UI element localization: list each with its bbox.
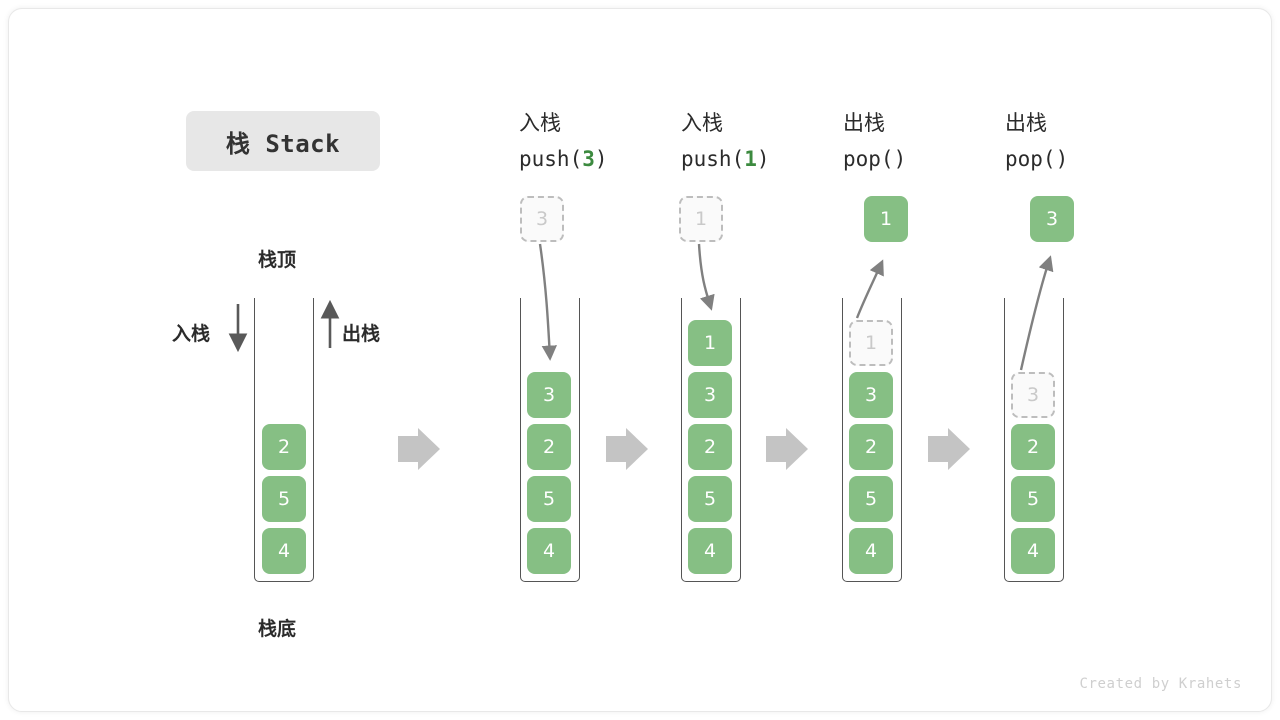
stack-cell: 2: [688, 424, 732, 470]
stack-cell: 4: [688, 528, 732, 574]
stack-cell: 3: [849, 372, 893, 418]
column-op-cjk: 出栈: [843, 111, 885, 135]
stack-cell: 5: [849, 476, 893, 522]
stack-cell: 1: [688, 320, 732, 366]
stack-cell-vacated: 1: [849, 320, 893, 366]
stack-cell: 5: [262, 476, 306, 522]
column-op-prefix: pop(: [1005, 147, 1056, 171]
stack-container-pop-3: [1004, 298, 1064, 582]
watermark: Created by Krahets: [1079, 676, 1242, 692]
stack-cell: 2: [1011, 424, 1055, 470]
stack-cell: 3: [688, 372, 732, 418]
stack-container-initial: [254, 298, 314, 582]
stack-cell-vacated: 3: [1011, 372, 1055, 418]
stack-cell: 5: [527, 476, 571, 522]
floating-cell: 3: [520, 196, 564, 242]
column-op-suffix: ): [756, 147, 770, 171]
stack-cell: 5: [688, 476, 732, 522]
column-op-cjk: 入栈: [519, 111, 561, 135]
page-title: 栈 Stack: [186, 111, 380, 171]
stack-container-pop-1: [842, 298, 902, 582]
stack-cell: 4: [1011, 528, 1055, 574]
stack-container-push-1: [681, 298, 741, 582]
floating-cell: 1: [864, 196, 908, 242]
stack-cell: 5: [1011, 476, 1055, 522]
label-pop-direction: 出栈: [342, 323, 381, 345]
floating-cell: 3: [1030, 196, 1074, 242]
column-op-arg: 3: [582, 147, 595, 171]
column-op-cjk: 入栈: [681, 111, 723, 135]
stack-cell: 2: [262, 424, 306, 470]
stack-cell: 3: [527, 372, 571, 418]
column-op-suffix: ): [1055, 147, 1069, 171]
stack-cell: 2: [527, 424, 571, 470]
column-op-cjk: 出栈: [1005, 111, 1047, 135]
column-op-suffix: ): [893, 147, 907, 171]
floating-cell: 1: [679, 196, 723, 242]
column-op-prefix: push(: [681, 147, 745, 171]
stack-cell: 4: [527, 528, 571, 574]
stack-container-push-3: [520, 298, 580, 582]
stack-cell: 4: [262, 528, 306, 574]
column-op-prefix: push(: [519, 147, 583, 171]
label-push-direction: 入栈: [172, 323, 211, 345]
column-op-suffix: ): [594, 147, 608, 171]
label-stack-top: 栈顶: [258, 249, 297, 271]
stack-cell: 2: [849, 424, 893, 470]
column-op-prefix: pop(: [843, 147, 894, 171]
stack-cell: 4: [849, 528, 893, 574]
column-op-arg: 1: [744, 147, 757, 171]
label-stack-bottom: 栈底: [258, 618, 297, 640]
